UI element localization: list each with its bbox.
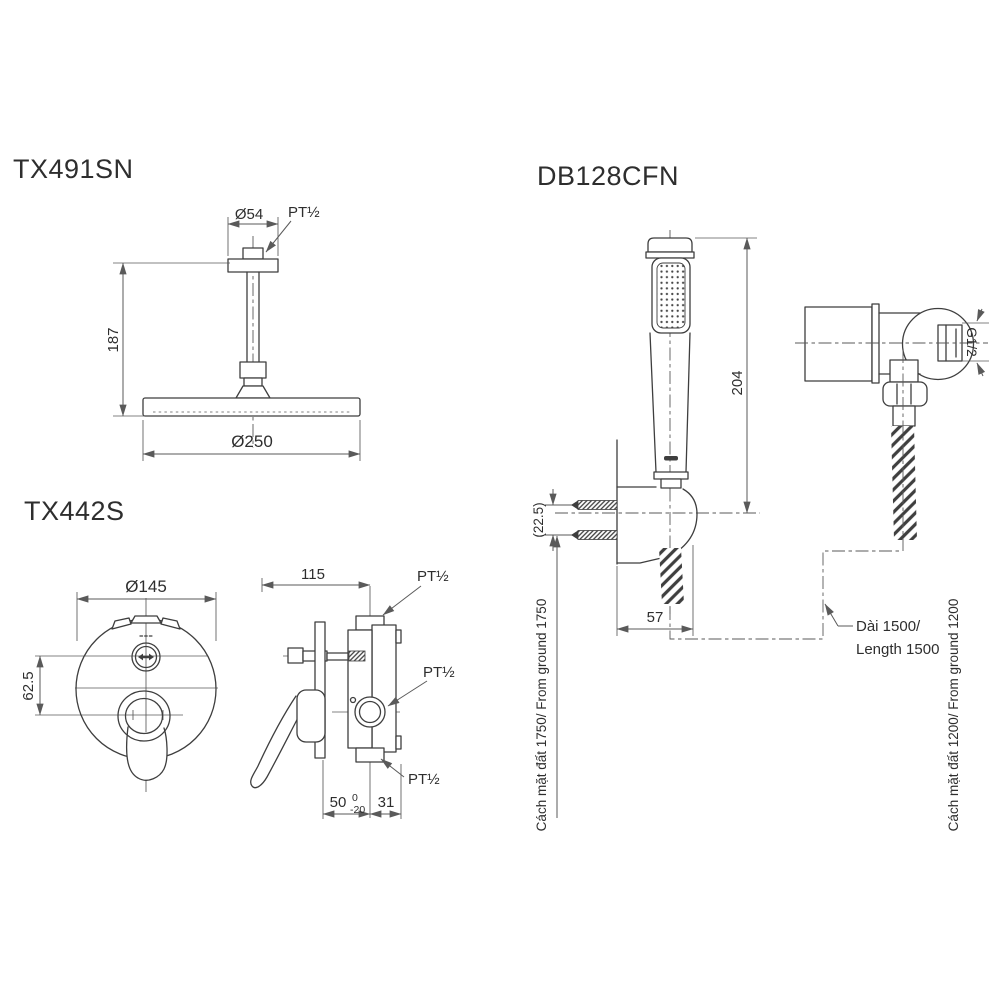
db128cfn-section: DB128CFN 204 [531,161,989,831]
holder-cup [616,488,698,564]
dim-187-label: 187 [105,327,122,352]
dim-ground-left: Cách mặt đất 1750/ From ground 1750 [534,535,561,832]
elbow-escutcheon [901,307,975,381]
dim-embed-depth: 50 0 -20 31 [322,760,402,819]
hose-ferrule [892,405,916,427]
mixer-side-view [250,586,402,818]
mounting-screw-lower [545,530,618,540]
dim-22-5-label: (22.5) [531,502,546,537]
dim-204-label: 204 [729,370,746,395]
ceiling-shower-figure [142,236,361,448]
dim-body-depth: 115 [261,566,371,592]
pt12-mid-label: PT½ [423,664,455,681]
diverter-button [131,642,161,672]
tx442s-title: TX442S [24,496,125,526]
ceiling-flange [227,258,279,273]
dim-screw-spacing: (22.5) [531,489,557,551]
rain-shower-head [142,397,361,417]
elbow-flange-plate [871,303,880,384]
label-thread-mid: PT½ [387,664,455,707]
hose-length-label-line1: Dài 1500/ [856,618,921,635]
dim-ground-right: Cách mặt đất 1200/ From ground 1200 [946,599,961,832]
dim-plate-diameter: Ø145 [76,577,217,641]
valve-port-bottom [355,747,385,763]
hose-route: Dài 1500/ Length 1500 [669,550,939,658]
pt12-label: PT½ [288,204,320,221]
mixer-front-view [35,598,218,792]
dim-62-5-label: 62.5 [20,671,37,700]
wall-elbow-figure [795,303,988,551]
dim-center-offset: 62.5 [20,655,44,716]
dim-50-tol-upper: 0 [352,792,358,804]
wand-slot [664,456,678,461]
ground-1750-label: Cách mặt đất 1750/ From ground 1750 [534,599,549,832]
valve-body [347,629,373,749]
dim-54-label: Ø54 [235,206,263,223]
dim-head-diameter: Ø250 [142,420,361,461]
label-thread-top: PT½ [382,568,449,616]
dim-holder-depth: 57 [616,545,694,636]
pt12-bottom-label: PT½ [408,771,440,788]
lever-handle-front [125,726,168,781]
mounting-tab-center [130,615,162,624]
head-neck-flare [235,385,271,399]
mounting-tab-left [111,617,132,630]
dim-145-label: Ø145 [125,577,167,596]
label-thread-tx491sn: PT½ [265,204,320,253]
mounting-screw-upper [545,500,618,510]
hand-shower-figure [645,230,695,614]
elbow-outlet [889,359,919,383]
dim-elbow-thread: G1/2 [962,308,989,377]
spray-nozzles [656,262,686,329]
pt12-top-label: PT½ [417,568,449,585]
mounting-tab-right [160,617,181,630]
hose-nut [882,381,928,407]
dim-50-tol-lower: -20 [350,804,365,816]
holder-hose [659,548,684,604]
db128cfn-title: DB128CFN [537,161,679,191]
dim-arm-height: 187 [105,262,230,417]
lever-hub [296,689,326,743]
tx491sn-title: TX491SN [13,154,134,184]
arm-coupler [239,361,267,379]
shower-holder-figure [545,439,760,604]
tx442s-section: TX442S Ø145 [20,496,455,819]
dim-arm-flange-diameter: Ø54 [227,206,279,256]
wand-neck [660,478,682,489]
label-thread-bottom: PT½ [380,758,440,788]
elbow-body [804,306,873,382]
dim-g12-label: G1/2 [964,327,979,356]
dim-250-label: Ø250 [231,432,273,451]
flex-hose [891,426,917,540]
wand-top-cap [647,237,693,253]
ground-1200-label: Cách mặt đất 1200/ From ground 1200 [946,599,961,832]
dim-wand-length: 204 [695,237,757,514]
diverter-icon [138,653,154,661]
ceiling-thread-connector [242,247,264,260]
dim-50-label: 50 [330,794,347,811]
valve-backplate [371,624,397,753]
dim-115-label: 115 [301,566,325,583]
dim-31-label: 31 [378,794,395,811]
hose-length-label-line2: Length 1500 [856,641,939,658]
dim-57-label: 57 [647,609,664,626]
tx491sn-section: TX491SN Ø54 PT½ 187 [13,154,361,461]
valve-spindle [287,647,304,664]
lever-handle-side [250,695,302,789]
